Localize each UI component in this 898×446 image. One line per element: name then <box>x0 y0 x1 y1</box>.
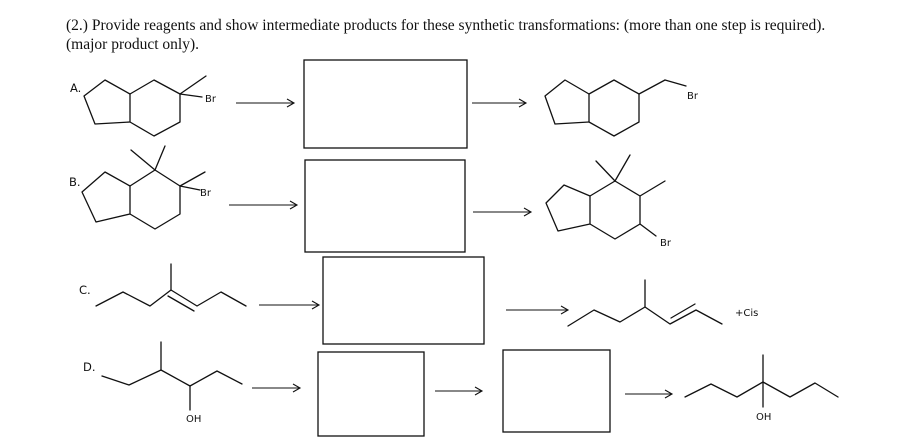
problem-b-arrow-1 <box>229 200 299 210</box>
problem-d-starting-material <box>101 341 243 411</box>
problem-c-intermediate-box[interactable] <box>322 256 485 345</box>
problem-d-intermediate-box-1[interactable] <box>317 351 425 437</box>
problem-d-product <box>684 354 839 408</box>
problem-b-arrow-2 <box>473 207 533 217</box>
problem-b-start-br-label: Br <box>200 188 212 199</box>
problem-b-label: B. <box>69 175 81 189</box>
problem-d-arrow-1 <box>252 383 302 393</box>
problem-a-arrow-1 <box>236 98 296 108</box>
problem-b-product-br-label: Br <box>660 238 672 249</box>
problem-a-arrow-2 <box>472 98 528 108</box>
problem-d-intermediate-box-2[interactable] <box>502 349 611 433</box>
problem-a-label: A. <box>70 81 81 95</box>
problem-c-label: C. <box>79 283 91 297</box>
problem-b-product <box>545 154 666 240</box>
problem-c-product <box>567 279 723 327</box>
problem-c-starting-material <box>95 263 247 312</box>
problem-b-intermediate-box[interactable] <box>304 159 466 253</box>
question-prompt: (2.) Provide reagents and show intermedi… <box>66 17 826 53</box>
problem-a-intermediate-box[interactable] <box>303 59 468 149</box>
problem-c-cis-note: +Cis <box>735 308 758 319</box>
problem-d-arrow-2 <box>435 386 484 396</box>
problem-a-product-br-label: Br <box>687 91 699 102</box>
problem-a-starting-material <box>83 75 207 137</box>
problem-c-arrow-2 <box>506 305 570 315</box>
problem-d-start-oh-label: OH <box>186 414 201 425</box>
problem-a-product <box>544 79 687 137</box>
problem-d-label: D. <box>83 360 96 374</box>
problem-d-product-oh-label: OH <box>756 412 771 423</box>
problem-b-starting-material <box>81 145 206 230</box>
problem-a-start-br-label: Br <box>205 94 217 105</box>
problem-d-arrow-3 <box>625 389 674 399</box>
problem-c-arrow-1 <box>259 300 321 310</box>
